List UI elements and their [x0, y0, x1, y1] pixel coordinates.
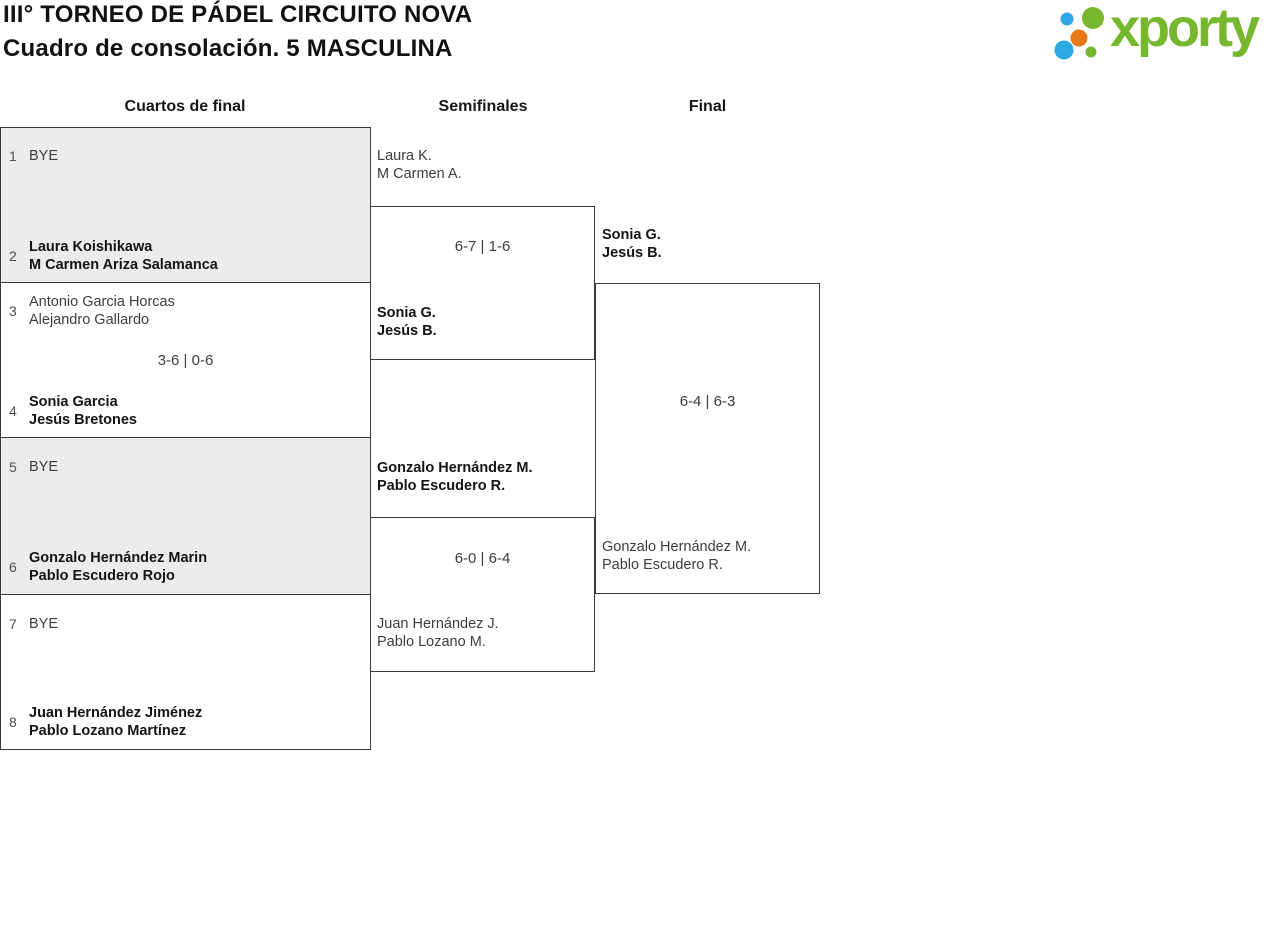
team-line: Antonio Garcia Horcas	[29, 294, 175, 310]
seed-number: 1	[9, 148, 17, 164]
team-line: Gonzalo Hernández M.	[602, 539, 752, 555]
draw-subtitle: Cuadro de consolación. 5 MASCULINA	[3, 35, 453, 62]
team-line: Juan Hernández Jiménez	[29, 705, 203, 721]
team-line: Alejandro Gallardo	[29, 312, 150, 328]
final-match-box: 6-4 | 6-3	[595, 283, 820, 594]
logo-dot-blue-small	[1060, 12, 1074, 26]
team-line: Sonia Garcia	[29, 394, 118, 410]
final-bottom-entrant: Gonzalo Hernández M. Pablo Escudero R.	[602, 538, 751, 574]
qf-match-1-card: 1 BYE 2 Laura Koishikawa M Carmen Ariza …	[0, 127, 371, 283]
round-header-cuartos: Cuartos de final	[124, 98, 246, 115]
team-names: BYE	[29, 615, 58, 633]
team-line: Pablo Escudero Rojo	[29, 568, 175, 584]
logo-dot-orange	[1070, 29, 1088, 47]
final-top-entrant: Sonia G. Jesús B.	[602, 226, 662, 262]
logo-dot-green-large	[1082, 7, 1104, 29]
team-line: Pablo Lozano M.	[377, 634, 486, 650]
team-line: Sonia G.	[602, 227, 661, 243]
match-score: 6-4 | 6-3	[679, 393, 736, 410]
team-line: Laura Koishikawa	[29, 239, 153, 255]
team-line: Juan Hernández J.	[377, 616, 499, 632]
logo-dots-icon	[1054, 7, 1104, 60]
seed-number: 2	[9, 248, 17, 264]
qf1-bottom-slot: 2 Laura Koishikawa M Carmen Ariza Salama…	[1, 238, 370, 274]
team-line: Sonia G.	[377, 305, 436, 321]
sf2-top-entrant: Gonzalo Hernández M. Pablo Escudero R.	[377, 459, 533, 495]
match-score: 6-7 | 1-6	[454, 238, 511, 255]
xporty-logo: xporty	[1048, 0, 1278, 72]
match-score: 3-6 | 0-6	[157, 352, 214, 369]
team-names: Antonio Garcia Horcas Alejandro Gallardo	[29, 293, 175, 329]
logo-dot-blue-large	[1054, 40, 1074, 60]
team-line: Pablo Escudero R.	[602, 557, 723, 573]
tournament-title: III° TORNEO DE PÁDEL CIRCUITO NOVA	[3, 1, 473, 28]
logo-dot-green-small	[1085, 46, 1097, 58]
sf-match-2-box: 6-0 | 6-4	[370, 517, 595, 672]
qf-match-3-card: 5 BYE 6 Gonzalo Hernández Marin Pablo Es…	[0, 437, 371, 595]
team-names: BYE	[29, 458, 58, 476]
logo-wordmark: xporty	[1110, 0, 1260, 58]
team-line: BYE	[29, 616, 59, 632]
team-line: M Carmen A.	[377, 166, 462, 182]
team-line: Gonzalo Hernández Marin	[29, 550, 208, 566]
team-names: BYE	[29, 147, 58, 165]
team-line: Pablo Lozano Martínez	[29, 723, 187, 739]
team-line: M Carmen Ariza Salamanca	[29, 257, 218, 273]
qf2-top-slot: 3 Antonio Garcia Horcas Alejandro Gallar…	[1, 293, 370, 329]
team-line: BYE	[29, 148, 59, 164]
seed-number: 4	[9, 403, 17, 419]
qf1-top-slot: 1 BYE	[1, 147, 370, 165]
team-names: Juan Hernández Jiménez Pablo Lozano Mart…	[29, 704, 202, 740]
team-names: Sonia Garcia Jesús Bretones	[29, 393, 137, 429]
match-score: 6-0 | 6-4	[454, 550, 511, 567]
sf1-bottom-entrant: Sonia G. Jesús B.	[377, 304, 437, 340]
team-line: Pablo Escudero R.	[377, 478, 506, 494]
qf-match-2-card: 3 Antonio Garcia Horcas Alejandro Gallar…	[0, 282, 371, 438]
seed-number: 7	[9, 616, 17, 632]
qf3-bottom-slot: 6 Gonzalo Hernández Marin Pablo Escudero…	[1, 549, 370, 585]
seed-number: 8	[9, 714, 17, 730]
seed-number: 3	[9, 303, 17, 319]
team-names: Gonzalo Hernández Marin Pablo Escudero R…	[29, 549, 207, 585]
seed-number: 5	[9, 459, 17, 475]
team-line: Jesús B.	[602, 245, 662, 261]
sf2-bottom-entrant: Juan Hernández J. Pablo Lozano M.	[377, 615, 499, 651]
page-title: III° TORNEO DE PÁDEL CIRCUITO NOVA Cuadr…	[3, 0, 472, 66]
qf-match-4-card: 7 BYE 8 Juan Hernández Jiménez Pablo Loz…	[0, 594, 371, 750]
qf4-bottom-slot: 8 Juan Hernández Jiménez Pablo Lozano Ma…	[1, 704, 370, 740]
qf4-top-slot: 7 BYE	[1, 615, 370, 633]
team-line: Jesús B.	[377, 323, 437, 339]
team-names: Laura Koishikawa M Carmen Ariza Salamanc…	[29, 238, 218, 274]
team-line: Gonzalo Hernández M.	[377, 460, 533, 476]
qf3-top-slot: 5 BYE	[1, 458, 370, 476]
team-line: Laura K.	[377, 148, 432, 164]
sf-match-1-box: 6-7 | 1-6	[370, 206, 595, 360]
seed-number: 6	[9, 559, 17, 575]
team-line: BYE	[29, 459, 59, 475]
qf2-bottom-slot: 4 Sonia Garcia Jesús Bretones	[1, 393, 370, 429]
round-header-semifinales: Semifinales	[438, 98, 528, 115]
round-header-final: Final	[688, 98, 727, 115]
team-line: Jesús Bretones	[29, 412, 137, 428]
sf1-top-entrant: Laura K. M Carmen A.	[377, 147, 462, 183]
